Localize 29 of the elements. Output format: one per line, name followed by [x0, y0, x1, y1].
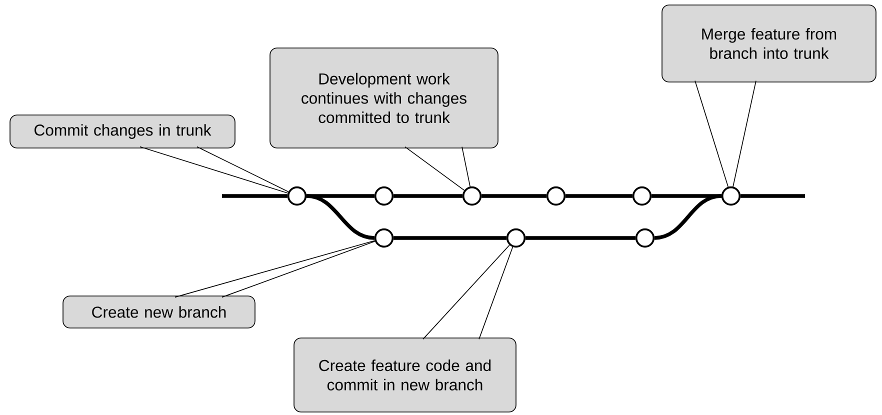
- commit-circle: [721, 186, 741, 206]
- commit-circle: [632, 186, 652, 206]
- callout-pointer: [174, 240, 376, 298]
- callout-box: Create feature code and commit in new branch: [294, 338, 516, 412]
- commit-circle: [287, 186, 307, 206]
- trunk-line: [222, 194, 288, 198]
- trunk-line: [482, 194, 546, 198]
- trunk-line: [740, 194, 805, 198]
- commit-circle: [374, 186, 394, 206]
- commit-circle: [374, 228, 394, 248]
- branch-line: [526, 236, 636, 240]
- callout-pointer: [422, 244, 514, 340]
- callout-box: Development work continues with changes committed to trunk: [270, 48, 498, 148]
- callout-pointer: [140, 146, 289, 194]
- commit-circle: [506, 228, 526, 248]
- callout-pointer: [404, 146, 470, 191]
- commit-circle: [546, 186, 566, 206]
- trunk-line: [394, 194, 462, 198]
- branch-line: [394, 236, 506, 240]
- callout-box: Create new branch: [62, 296, 256, 328]
- trunk-line: [306, 194, 374, 198]
- branch-line: [306, 194, 375, 240]
- trunk-line: [652, 194, 722, 198]
- callout-box: Commit changes in trunk: [10, 114, 236, 148]
- commit-circle: [462, 186, 482, 206]
- callout-box: Merge feature from branch into trunk: [662, 4, 876, 82]
- commit-circle: [635, 228, 655, 248]
- branch-line: [654, 194, 722, 240]
- trunk-line: [566, 194, 632, 198]
